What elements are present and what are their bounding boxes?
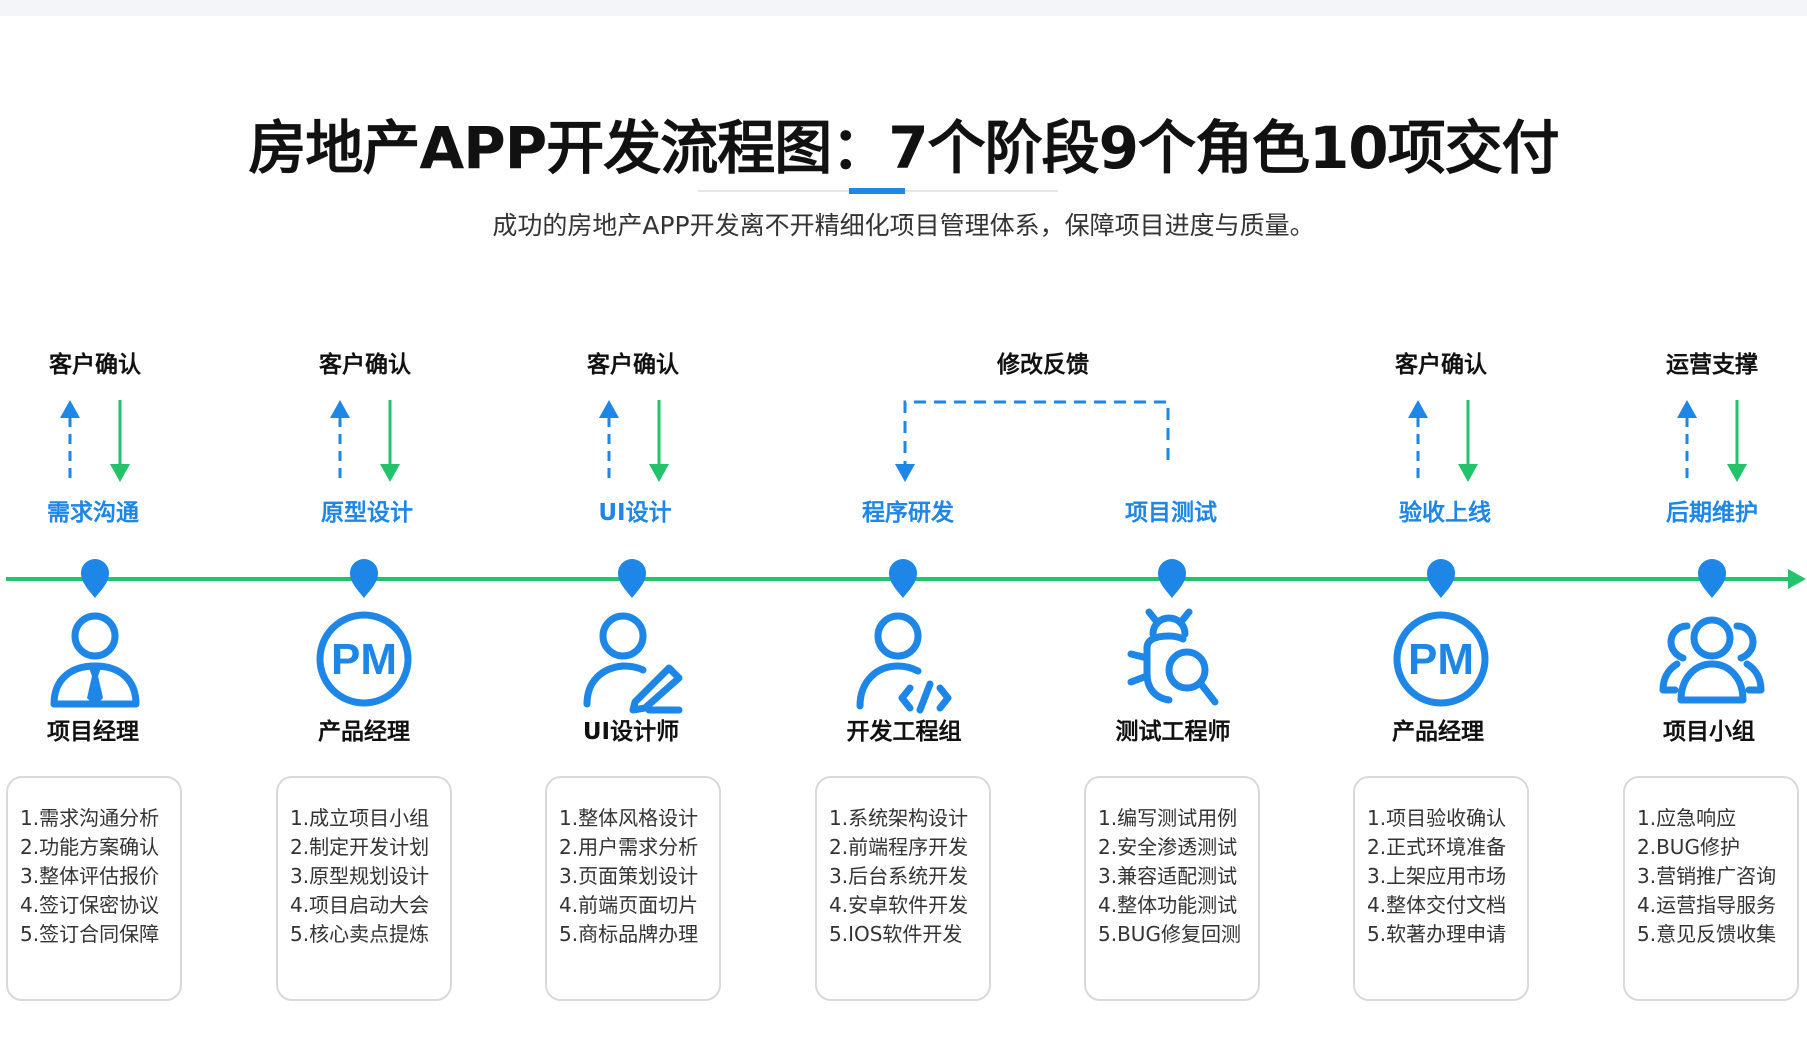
deliverable-item: 3.上架应用市场 — [1367, 864, 1507, 888]
deliverable-item: 2.BUG修护 — [1637, 835, 1740, 859]
deliverable-item: 3.后台系统开发 — [829, 864, 969, 888]
deliverable-item: 4.项目启动大会 — [290, 893, 430, 917]
stage-development: 程序研发 — [862, 500, 954, 526]
deliverables-card: 1.成立项目小组 2.制定开发计划 3.原型规划设计 4.项目启动大会 5.核心… — [276, 776, 452, 1001]
role-ui-designer: UI设计师 — [582, 719, 680, 745]
deliverable-item: 4.运营指导服务 — [1637, 893, 1777, 917]
deliverable-item: 2.安全渗透测试 — [1098, 835, 1238, 859]
deliverables-card: 1.应急响应 2.BUG修护 3.营销推广咨询 4.运营指导服务 5.意见反馈收… — [1623, 776, 1799, 1001]
deliverable-item: 5.IOS软件开发 — [829, 922, 963, 946]
deliverable-item: 5.签订合同保障 — [20, 922, 160, 946]
top-label-customer-confirm: 客户确认 — [587, 352, 679, 378]
deliverable-item: 5.软著办理申请 — [1367, 922, 1507, 946]
role-product-manager: 产品经理 — [318, 719, 410, 745]
deliverable-item: 3.页面策划设计 — [559, 864, 699, 888]
top-label-customer-confirm: 客户确认 — [1395, 352, 1487, 378]
feedback-arrows-icon — [1677, 400, 1747, 482]
top-label-customer-confirm: 客户确认 — [49, 352, 141, 378]
deliverable-item: 1.项目验收确认 — [1367, 806, 1507, 830]
feedback-arrows-icon — [599, 400, 669, 482]
stage-prototype: 原型设计 — [321, 500, 413, 526]
top-label-revise-feedback: 修改反馈 — [997, 352, 1089, 378]
timeline-arrow-icon — [1788, 569, 1806, 589]
deliverable-item: 1.编写测试用例 — [1098, 806, 1238, 830]
feedback-arrows-icon — [60, 400, 130, 482]
bug-search-icon — [1127, 608, 1219, 706]
timeline-pin-icon — [1158, 559, 1186, 598]
deliverable-item: 2.正式环境准备 — [1367, 835, 1507, 859]
deliverable-item: 4.前端页面切片 — [559, 893, 699, 917]
deliverables-card: 1.系统架构设计 2.前端程序开发 3.后台系统开发 4.安卓软件开发 5.IO… — [815, 776, 991, 1001]
feedback-arrows-icon — [1408, 400, 1478, 482]
deliverable-item: 4.签订保密协议 — [20, 893, 160, 917]
stage-testing: 项目测试 — [1125, 500, 1217, 526]
deliverable-item: 1.成立项目小组 — [290, 806, 430, 830]
top-label-customer-confirm: 客户确认 — [319, 352, 411, 378]
role-product-manager: 产品经理 — [1392, 719, 1484, 745]
title-accent-bar — [849, 188, 905, 194]
deliverable-item: 3.原型规划设计 — [290, 864, 430, 888]
deliverable-item: 2.功能方案确认 — [20, 835, 160, 859]
stage-requirements: 需求沟通 — [47, 500, 139, 526]
developer-code-icon — [856, 612, 952, 714]
deliverable-item: 3.整体评估报价 — [20, 864, 160, 888]
deliverable-item: 5.商标品牌办理 — [559, 922, 699, 946]
timeline-pin-icon — [618, 559, 646, 598]
deliverable-item: 1.系统架构设计 — [829, 806, 969, 830]
deliverable-item: 2.前端程序开发 — [829, 835, 969, 859]
page-subtitle: 成功的房地产APP开发离不开精细化项目管理体系，保障项目进度与质量。 — [492, 211, 1315, 240]
svg-text:PM: PM — [331, 635, 397, 684]
manager-tie-icon — [50, 612, 140, 708]
deliverable-item: 2.用户需求分析 — [559, 835, 699, 859]
deliverable-item: 5.意见反馈收集 — [1637, 922, 1777, 946]
role-dev-team: 开发工程组 — [846, 719, 962, 745]
deliverable-item: 1.应急响应 — [1637, 806, 1737, 830]
timeline-pin-icon — [889, 559, 917, 598]
top-label-operations-support: 运营支撑 — [1666, 352, 1758, 378]
deliverable-item: 4.整体交付文档 — [1367, 893, 1507, 917]
top-bar — [0, 0, 1807, 16]
stage-ui-design: UI设计 — [598, 500, 672, 526]
stage-launch: 验收上线 — [1399, 500, 1491, 526]
timeline-pin-icon — [350, 559, 378, 598]
role-project-manager: 项目经理 — [47, 719, 139, 745]
deliverable-item: 1.需求沟通分析 — [20, 806, 160, 830]
designer-pen-icon — [583, 612, 683, 714]
pm-badge-icon: PM — [316, 611, 412, 707]
stage-maintenance: 后期维护 — [1666, 500, 1758, 526]
feedback-arrows-icon — [330, 400, 400, 482]
timeline-pin-icon — [1427, 559, 1455, 598]
deliverable-item: 5.核心卖点提炼 — [290, 922, 430, 946]
deliverable-item: 1.整体风格设计 — [559, 806, 699, 830]
team-group-icon — [1659, 616, 1765, 704]
deliverables-card: 1.编写测试用例 2.安全渗透测试 3.兼容适配测试 4.整体功能测试 5.BU… — [1084, 776, 1260, 1001]
deliverable-item: 4.安卓软件开发 — [829, 893, 969, 917]
revise-feedback-bracket-icon — [895, 400, 1170, 482]
svg-text:PM: PM — [1408, 635, 1474, 684]
deliverable-item: 2.制定开发计划 — [290, 835, 430, 859]
role-project-team: 项目小组 — [1663, 719, 1755, 745]
role-test-engineer: 测试工程师 — [1115, 719, 1231, 745]
deliverables-card: 1.项目验收确认 2.正式环境准备 3.上架应用市场 4.整体交付文档 5.软著… — [1353, 776, 1529, 1001]
deliverable-item: 4.整体功能测试 — [1098, 893, 1238, 917]
timeline-pin-icon — [1698, 559, 1726, 598]
deliverable-item: 3.营销推广咨询 — [1637, 864, 1777, 888]
deliverables-card: 1.整体风格设计 2.用户需求分析 3.页面策划设计 4.前端页面切片 5.商标… — [545, 776, 721, 1001]
deliverable-item: 3.兼容适配测试 — [1098, 864, 1238, 888]
page-title: 房地产APP开发流程图：7个阶段9个角色10项交付 — [248, 114, 1559, 182]
timeline-pin-icon — [81, 559, 109, 598]
pm-badge-icon: PM — [1393, 611, 1489, 707]
deliverable-item: 5.BUG修复回测 — [1098, 922, 1241, 946]
deliverables-card: 1.需求沟通分析 2.功能方案确认 3.整体评估报价 4.签订保密协议 5.签订… — [6, 776, 182, 1001]
